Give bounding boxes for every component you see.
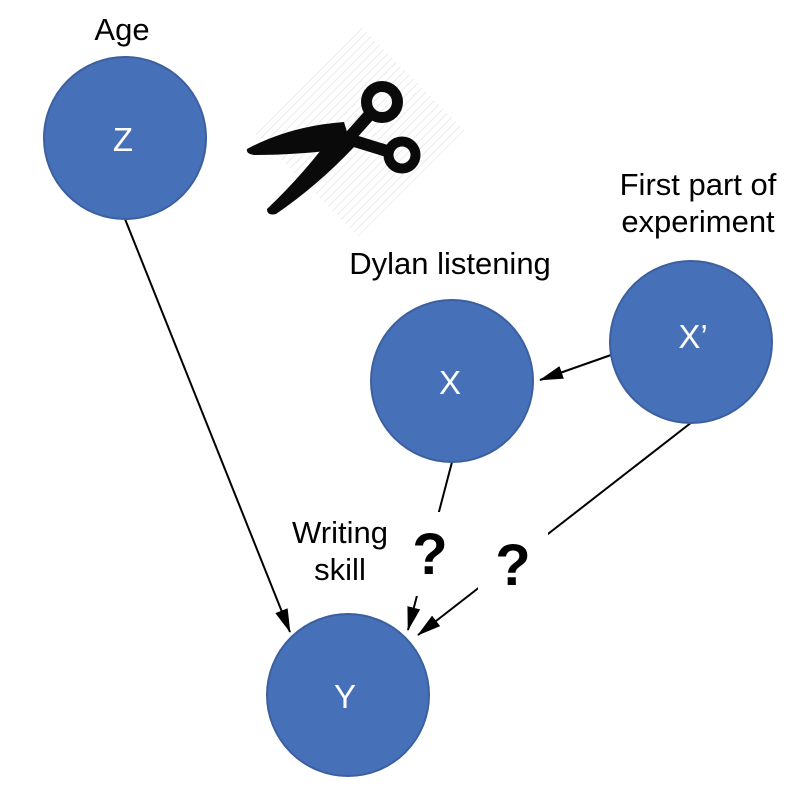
caption-writing-line2: skill xyxy=(314,552,366,587)
node-xprime-label: X’ xyxy=(678,318,708,355)
question-mark-xprime-to-y: ? xyxy=(478,532,548,598)
node-z-label: Z xyxy=(112,121,134,158)
node-x xyxy=(370,299,534,463)
caption-writing-line1: Writing xyxy=(292,515,388,550)
caption-dylan-listening: Dylan listening xyxy=(349,246,551,281)
node-y-label: Y xyxy=(333,678,357,715)
caption-age: Age xyxy=(94,12,150,47)
question-mark-x-to-y: ? xyxy=(406,512,454,596)
node-z xyxy=(43,56,207,220)
scissors-icon xyxy=(246,81,421,215)
node-xprime xyxy=(609,260,773,424)
caption-first-part-line1: First part of xyxy=(619,167,777,202)
caption-first-part-line2: experiment xyxy=(621,204,775,239)
node-y xyxy=(266,613,430,777)
node-x-label: X xyxy=(438,364,462,401)
edge-xprime-to-x xyxy=(539,354,612,381)
edge-xprime-to-y xyxy=(417,421,693,636)
edge-z-to-y xyxy=(124,218,291,633)
